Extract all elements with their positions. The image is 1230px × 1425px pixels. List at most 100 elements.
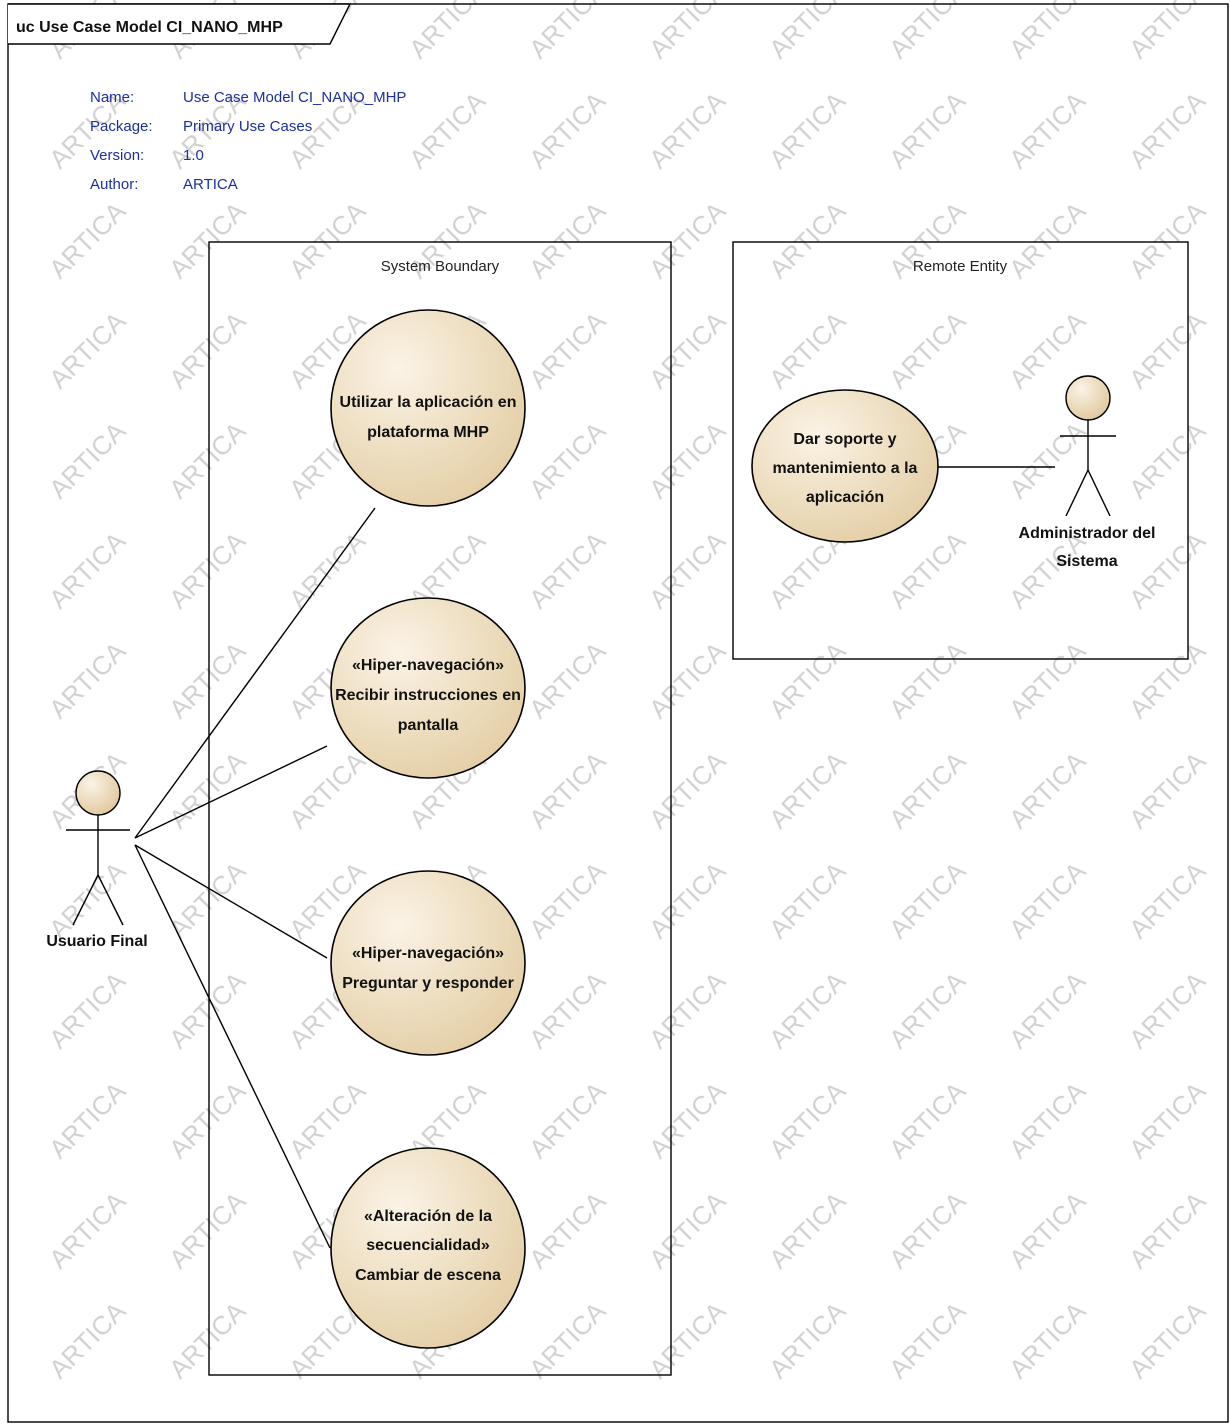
use-case-ellipse <box>330 870 526 1056</box>
watermark-text: ARTICA <box>883 525 972 614</box>
watermark-text: ARTICA <box>283 195 372 284</box>
watermark-text: ARTICA <box>523 635 612 724</box>
use-case-label-line: «Alteración de la <box>364 1208 492 1225</box>
watermark-text: ARTICA <box>1003 1185 1092 1274</box>
watermark-text: ARTICA <box>523 965 612 1054</box>
watermark-text: ARTICA <box>1123 855 1212 944</box>
watermark-text: ARTICA <box>643 745 732 834</box>
watermark-text: ARTICA <box>523 1075 612 1164</box>
use-case-label-line: Dar soporte y <box>793 431 896 448</box>
meta-name-value: Use Case Model CI_NANO_MHP <box>183 89 406 106</box>
watermark-text: ARTICA <box>1003 0 1092 64</box>
watermark-text: ARTICA <box>1123 195 1212 284</box>
watermark-text: ARTICA <box>883 0 972 64</box>
use-case-label-line: plataforma MHP <box>367 424 489 441</box>
use-case-label-line: mantenimiento a la <box>773 460 918 477</box>
watermark-text: ARTICA <box>763 965 852 1054</box>
use-case-dar-soporte[interactable]: Dar soporte y mantenimiento a la aplicac… <box>751 389 939 543</box>
meta-author-key: Author: <box>90 176 138 193</box>
watermark-text: ARTICA <box>523 855 612 944</box>
watermark-text: ARTICA <box>1003 1295 1092 1384</box>
watermark-text: ARTICA <box>643 525 732 614</box>
system-boundary[interactable] <box>208 241 672 1376</box>
watermark-text: ARTICA <box>1123 85 1212 174</box>
watermark-text: ARTICA <box>643 635 732 724</box>
actor-administrador-sistema[interactable]: Administrador del Sistema <box>1019 375 1156 570</box>
watermark-text: ARTICA <box>163 415 252 504</box>
watermark-text: ARTICA <box>643 1295 732 1384</box>
remote-entity-title: Remote Entity <box>913 258 1008 275</box>
watermark-text: ARTICA <box>883 965 972 1054</box>
watermark-text: ARTICA <box>883 635 972 724</box>
watermark-text: ARTICA <box>43 305 132 394</box>
watermark-text: ARTICA <box>763 635 852 724</box>
watermark-layer: ARTICA ARTICA ARTICA ARTICA ARTICA ARTICA ARTI… <box>43 0 1212 1384</box>
use-case-recibir-instrucciones[interactable]: «Hiper-navegación» Recibir instrucciones… <box>330 597 526 779</box>
actor-label: Usuario Final <box>46 933 147 950</box>
use-case-label-line: pantalla <box>398 717 459 734</box>
use-case-label-line: Recibir instrucciones en <box>335 687 521 704</box>
watermark-text: ARTICA <box>523 745 612 834</box>
watermark-text: ARTICA <box>1003 85 1092 174</box>
watermark-text: ARTICA <box>1123 745 1212 834</box>
system-boundary-title: System Boundary <box>381 258 500 275</box>
use-case-label-line: «Hiper-navegación» <box>352 945 504 962</box>
watermark-text: ARTICA <box>1003 745 1092 834</box>
use-case-cambiar-escena[interactable]: «Alteración de la secuencialidad» Cambia… <box>330 1147 526 1349</box>
watermark-text: ARTICA <box>643 965 732 1054</box>
watermark-text: ARTICA <box>163 525 252 614</box>
diagram-metadata: Name: Use Case Model CI_NANO_MHP Package… <box>90 89 406 193</box>
meta-version-key: Version: <box>90 147 144 164</box>
remote-entity-boundary[interactable] <box>732 241 1189 660</box>
use-case-ellipse <box>330 597 526 779</box>
actor-label-line: Administrador del <box>1019 525 1156 542</box>
watermark-text: ARTICA <box>163 745 252 834</box>
watermark-text: ARTICA <box>1123 1075 1212 1164</box>
use-case-preguntar-responder[interactable]: «Hiper-navegación» Preguntar y responder <box>330 870 526 1056</box>
watermark-text: ARTICA <box>643 85 732 174</box>
actor-right-leg <box>97 874 124 926</box>
watermark-text: ARTICA <box>43 1075 132 1164</box>
frame-title-tab <box>8 3 352 45</box>
watermark-text: ARTICA <box>163 635 252 724</box>
watermark-text: ARTICA <box>1123 415 1212 504</box>
actor-left-leg <box>1065 469 1089 517</box>
watermark-text: ARTICA <box>43 855 132 944</box>
association-user-uc2 <box>134 745 328 839</box>
watermark-text: ARTICA <box>1123 965 1212 1054</box>
watermark-text: ARTICA <box>883 855 972 944</box>
watermark-text: ARTICA <box>1123 0 1212 64</box>
meta-package-key: Package: <box>90 118 153 135</box>
watermark-text: ARTICA <box>1123 1185 1212 1274</box>
meta-version-value: 1.0 <box>183 147 204 164</box>
actor-usuario-final[interactable]: Usuario Final <box>46 770 148 950</box>
watermark-text: ARTICA <box>43 1185 132 1274</box>
use-case-label-line: Cambiar de escena <box>355 1267 501 1284</box>
use-case-label-line: Preguntar y responder <box>342 975 514 992</box>
use-case-label-line: «Hiper-navegación» <box>352 657 504 674</box>
actor-left-leg <box>72 874 99 926</box>
watermark-text: ARTICA <box>643 0 732 64</box>
actor-head-icon <box>75 770 121 816</box>
watermark-text: ARTICA <box>643 305 732 394</box>
watermark-text: ARTICA <box>883 1185 972 1274</box>
watermark-text: ARTICA <box>43 525 132 614</box>
watermark-text: ARTICA <box>643 415 732 504</box>
frame-title: uc Use Case Model CI_NANO_MHP <box>16 19 283 36</box>
watermark-text: ARTICA <box>283 525 372 614</box>
associations <box>134 466 1055 1249</box>
watermark-text: ARTICA <box>163 965 252 1054</box>
watermark-text: ARTICA <box>763 1185 852 1274</box>
watermark-text: ARTICA <box>163 1075 252 1164</box>
watermark-text: ARTICA <box>523 305 612 394</box>
use-case-ellipse <box>330 1147 526 1349</box>
watermark-text: ARTICA <box>1003 965 1092 1054</box>
watermark-text: ARTICA <box>643 195 732 284</box>
watermark-text: ARTICA <box>283 745 372 834</box>
watermark-text: ARTICA <box>523 1185 612 1274</box>
watermark-text: ARTICA <box>763 1295 852 1384</box>
watermark-text: ARTICA <box>163 305 252 394</box>
use-case-utilizar[interactable]: Utilizar la aplicación en plataforma MHP <box>330 309 526 507</box>
